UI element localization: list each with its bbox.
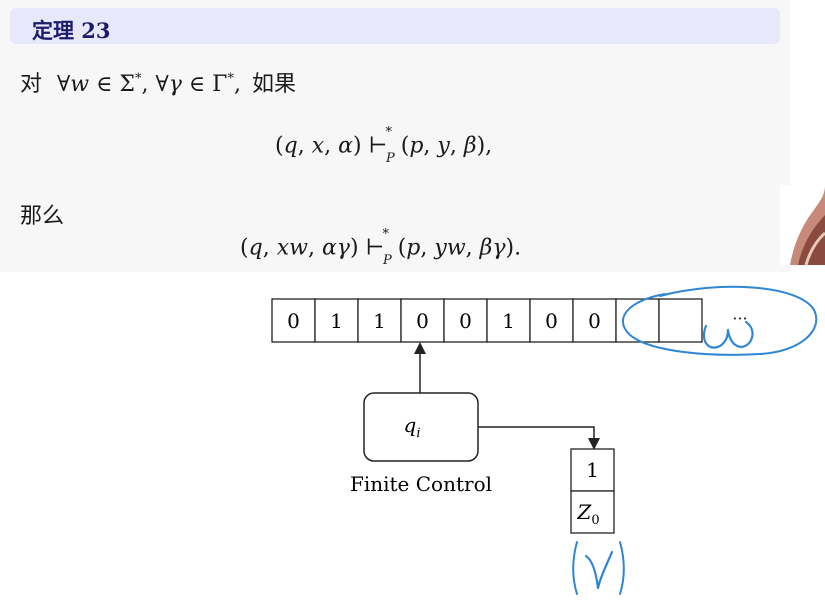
line1-math: ∀w ∈ Σ*, ∀γ ∈ Γ*, — [57, 71, 248, 97]
stack-cell-symbol: 1 — [586, 458, 599, 482]
gamma-ink-symbol — [584, 550, 614, 590]
tape-cell — [572, 298, 617, 343]
tape-ellipsis: ··· — [732, 309, 747, 328]
equation-premise: (q, x, α) ⊢*P(p, y, β), — [275, 125, 493, 166]
tape-cell — [400, 298, 445, 343]
theorem-title: 定理 23 — [32, 18, 111, 43]
tape-cell-symbol: 0 — [287, 309, 300, 333]
annotation-ink — [572, 285, 818, 595]
tape-cell-symbol: 0 — [588, 309, 601, 333]
tape-cell — [615, 298, 660, 343]
theorem-header: 定理 23 — [10, 8, 780, 44]
stack-pointer-arrow — [478, 426, 600, 450]
finite-control-box — [363, 392, 479, 462]
gamma-ink-right-bar — [619, 541, 625, 595]
omega-ink-symbol — [702, 320, 754, 349]
stack-cell — [570, 490, 615, 534]
tape-cell — [443, 298, 488, 343]
equation-conclusion: (q, xw, αγ) ⊢*P(p, yw, βγ). — [240, 227, 522, 268]
tape-cell — [529, 298, 574, 343]
tape-cell — [658, 298, 703, 343]
tape-cell-symbol: 0 — [416, 309, 429, 333]
slide-area: 定理 23 对 ∀w ∈ Σ*, ∀γ ∈ Γ*, 如果 (q, x, α) ⊢… — [0, 0, 790, 272]
tape-cell-symbol: 1 — [502, 309, 515, 333]
stack-cell — [570, 448, 615, 492]
gamma-ink-left-bar — [572, 541, 578, 595]
line1-suffix: 如果 — [251, 72, 296, 97]
state-label: qi — [404, 413, 421, 441]
tape-cell-symbol: 1 — [373, 309, 386, 333]
tape-cell — [486, 298, 531, 343]
omega-ink-ellipse — [622, 285, 818, 356]
tape-cell — [314, 298, 359, 343]
tape-cell-symbol: 1 — [330, 309, 343, 333]
pushdown-stack: 1Z0 — [570, 448, 615, 534]
line1-prefix: 对 — [20, 72, 43, 97]
theorem-hypothesis-line: 对 ∀w ∈ Σ*, ∀γ ∈ Γ*, 如果 — [20, 66, 296, 98]
tape-cell-symbol: 0 — [545, 309, 558, 333]
finite-control-caption: Finite Control — [350, 472, 492, 496]
tape-cell — [357, 298, 402, 343]
theorem-conclusion-line: 那么 — [20, 204, 65, 229]
tape-cell — [271, 298, 316, 343]
input-tape: 0 1 1 0 0 1 0 0 ··· — [271, 298, 748, 343]
tape-cell-symbol: 0 — [459, 309, 472, 333]
webcam-overlay — [780, 185, 825, 265]
